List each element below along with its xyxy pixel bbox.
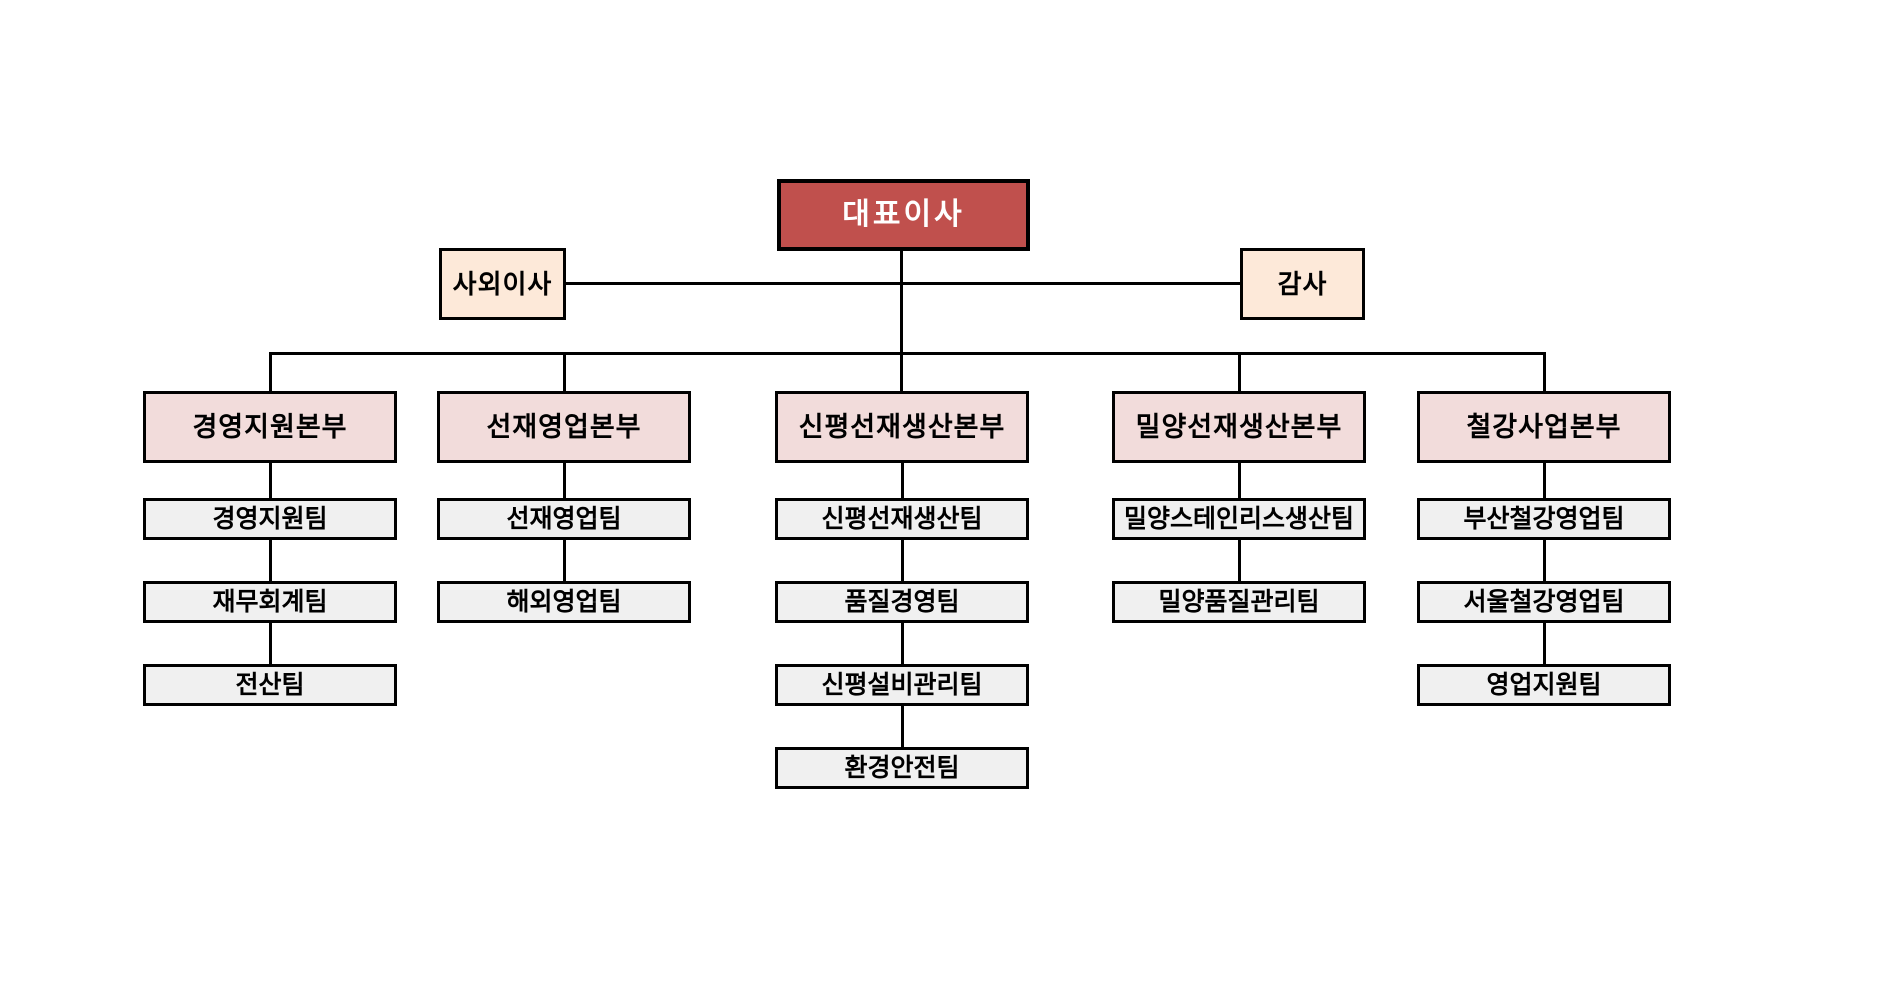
connector-team-stub-1-2 [269,540,272,581]
connector-division-stub-5 [1543,352,1546,391]
division-box-miryang-production: 밀양선재생산본부 [1112,391,1366,463]
team-box-finance-accounting: 재무회계팀 [143,581,397,623]
outside-director-box: 사외이사 [439,248,566,320]
connector-team-stub-1-1 [269,463,272,498]
connector-team-stub-3-3 [901,623,904,664]
connector-division-stub-4 [1238,352,1241,391]
team-box-miryang-quality-control: 밀양품질관리팀 [1112,581,1366,623]
team-box-environment-safety: 환경안전팀 [775,747,1029,789]
ceo-box: 대표이사 [777,179,1030,251]
team-box-sales-support: 영업지원팀 [1417,664,1671,706]
team-box-wire-rod-sales: 선재영업팀 [437,498,691,540]
connector-team-stub-2-2 [563,540,566,581]
connector-division-stub-1 [269,352,272,391]
team-box-sinpyeong-facility: 신평설비관리팀 [775,664,1029,706]
division-box-sinpyeong-production: 신평선재생산본부 [775,391,1029,463]
team-box-busan-steel-sales: 부산철강영업팀 [1417,498,1671,540]
connector-team-stub-5-2 [1543,540,1546,581]
connector-ceo-drop [900,251,903,391]
connector-division-stub-2 [563,352,566,391]
connector-team-stub-3-2 [901,540,904,581]
team-box-sinpyeong-wire-production: 신평선재생산팀 [775,498,1029,540]
team-box-seoul-steel-sales: 서울철강영업팀 [1417,581,1671,623]
division-box-management-support: 경영지원본부 [143,391,397,463]
team-box-management-support: 경영지원팀 [143,498,397,540]
connector-team-stub-4-2 [1238,540,1241,581]
team-box-quality-management: 품질경영팀 [775,581,1029,623]
connector-team-stub-3-4 [901,706,904,747]
connector-team-stub-3-1 [901,463,904,498]
division-box-wire-rod-sales: 선재영업본부 [437,391,691,463]
division-box-steel-business: 철강사업본부 [1417,391,1671,463]
connector-team-stub-1-3 [269,623,272,664]
connector-team-stub-5-1 [1543,463,1546,498]
connector-team-stub-2-1 [563,463,566,498]
connector-division-rail [269,352,1546,355]
team-box-overseas-sales: 해외영업팀 [437,581,691,623]
auditor-box: 감사 [1240,248,1365,320]
connector-team-stub-4-1 [1238,463,1241,498]
connector-team-stub-5-3 [1543,623,1546,664]
connector-advisor-rail [566,282,1240,285]
team-box-it: 전산팀 [143,664,397,706]
team-box-miryang-stainless-production: 밀양스테인리스생산팀 [1112,498,1366,540]
